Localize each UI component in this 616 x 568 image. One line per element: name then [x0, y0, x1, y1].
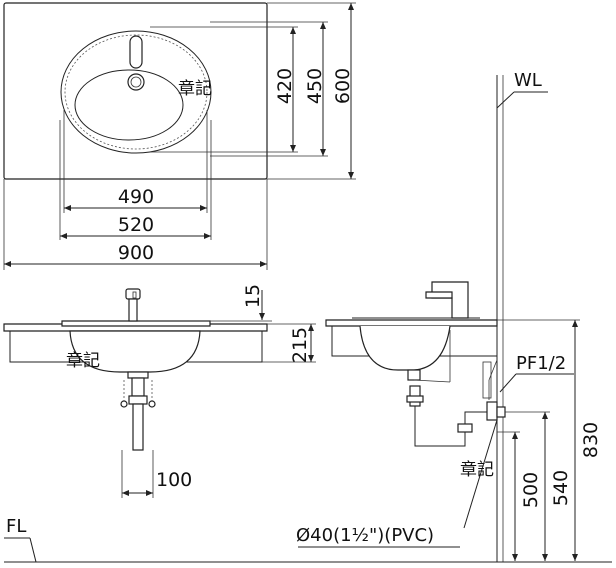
dim-215: 215: [289, 327, 311, 363]
stamp-top: 章記: [178, 79, 212, 99]
wl-label: WL: [514, 70, 542, 91]
dim-500: 500: [520, 472, 542, 508]
stamp-front: 章記: [66, 351, 100, 371]
side-counter: [325, 319, 498, 327]
dim-900: 900: [118, 242, 154, 264]
basin-rim-outer: [60, 30, 212, 154]
pf-label: PF1/2: [516, 353, 566, 374]
faucet-base-top: [127, 73, 145, 91]
faucet-handle-top: [129, 35, 143, 69]
dim-450: 450: [304, 68, 326, 104]
dim-600: 600: [332, 68, 354, 104]
dim-420: 420: [274, 68, 296, 104]
counter-top-outline: [3, 2, 268, 180]
side-basin-bowl: [359, 325, 451, 371]
side-faucet: [431, 281, 469, 319]
front-view: 15 215 100 章記: [3, 284, 316, 498]
dim-490: 490: [118, 186, 154, 208]
dim-540: 540: [550, 470, 572, 506]
front-drain-pipe: [132, 403, 144, 451]
dim-15: 15: [242, 284, 264, 308]
dim-520: 520: [118, 214, 154, 236]
dim-100: 100: [156, 469, 192, 491]
front-faucet: [128, 298, 138, 322]
basin-bowl: [74, 69, 184, 141]
side-view: WL PF1/2: [296, 70, 602, 562]
top-view: 420 450 600 490 520 900 章記: [3, 2, 356, 270]
stamp-side: 章記: [460, 460, 494, 480]
front-basin-bowl: [69, 330, 201, 373]
basin-rim-inner: [64, 34, 208, 150]
pipe-label: Ø40(1½")(PVC): [296, 525, 434, 546]
dim-830: 830: [580, 422, 602, 458]
floor-level: FL: [4, 516, 612, 563]
fl-label: FL: [6, 516, 26, 537]
drain-circle: [130, 76, 142, 88]
